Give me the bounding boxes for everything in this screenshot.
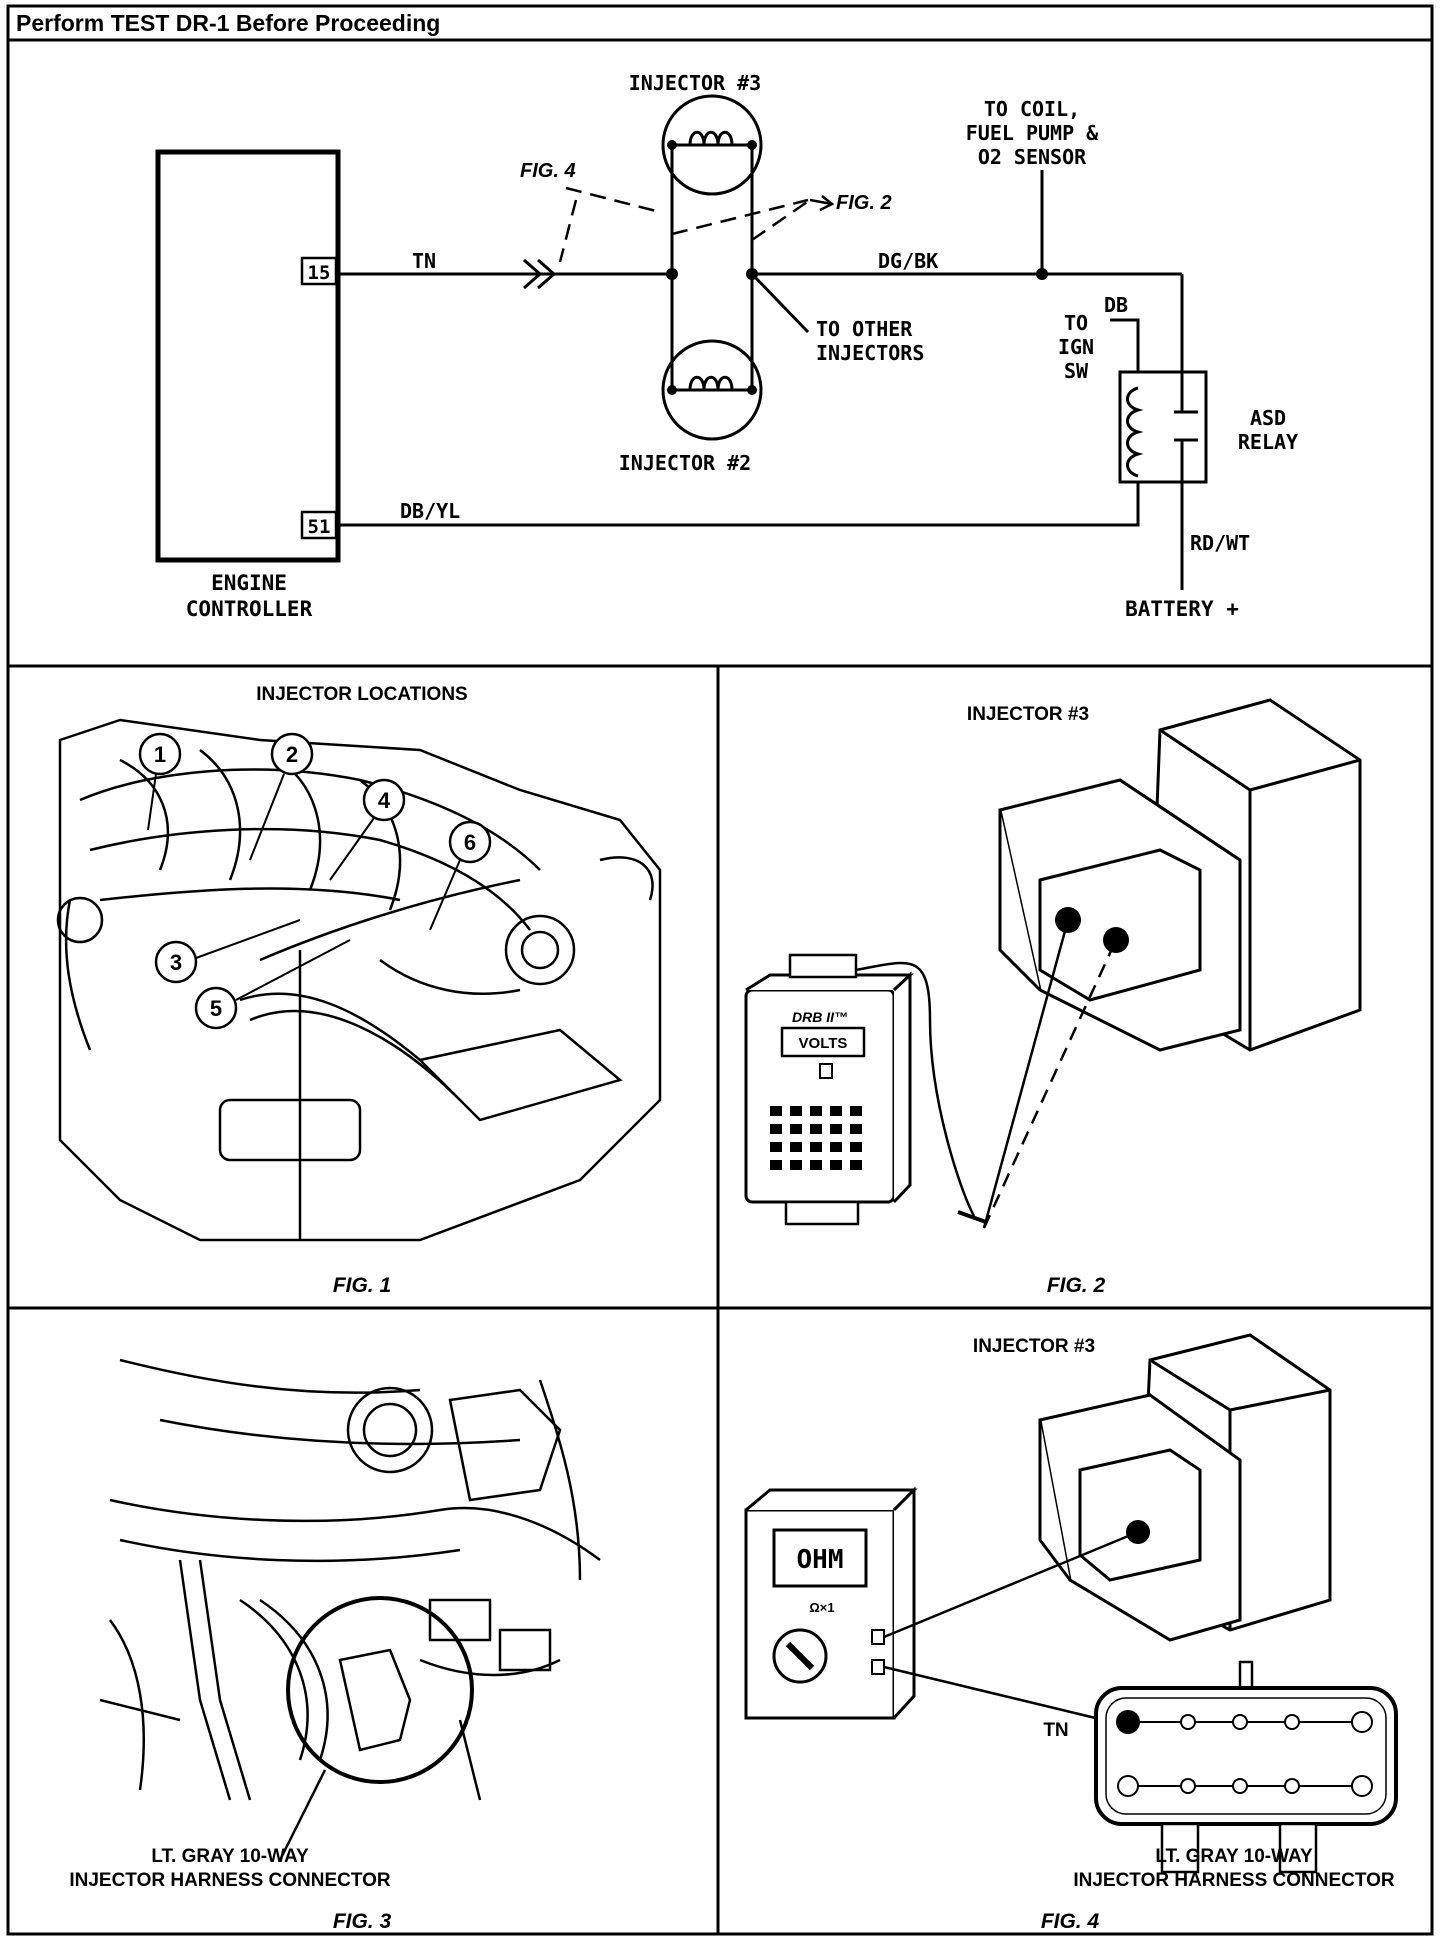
callout-3: 3 — [154, 919, 301, 984]
fig4-ref-label: FIG. 4 — [520, 160, 576, 182]
controller-label-2: CONTROLLER — [186, 597, 313, 621]
fig4-wire-label: TN — [1043, 1720, 1068, 1741]
wiring-schematic: 15 51 ENGINE CONTROLLER TN INJECTOR #3 I… — [155, 71, 1298, 621]
coil-label-3: O2 SENSOR — [978, 145, 1087, 169]
ohm-range: Ω×1 — [809, 1600, 834, 1615]
pin-51-label: 51 — [308, 516, 331, 538]
fig2-caption: FIG. 2 — [1047, 1274, 1106, 1297]
fig4-caption: FIG. 4 — [1041, 1910, 1100, 1933]
ign-sw-label-3: SW — [1064, 359, 1089, 383]
asd-relay-label-1: ASD — [1250, 406, 1286, 430]
fig4-panel: INJECTOR #3 OHM Ω×1 TN — [744, 1333, 1398, 1933]
page-frame — [6, 4, 1434, 1936]
fig3-panel: LT. GRAY 10-WAY INJECTOR HARNESS CONNECT… — [69, 1358, 601, 1933]
relay-coil — [1126, 386, 1144, 478]
svg-text:6: 6 — [464, 830, 476, 855]
drb-meter: DRB II™ VOLTS — [744, 953, 914, 1226]
injector-2-symbol — [661, 339, 763, 441]
injector-connector-illustration-2 — [1038, 1333, 1332, 1642]
wire-dbyl-label: DB/YL — [400, 499, 460, 523]
meter-mode: VOLTS — [799, 1035, 848, 1052]
other-injectors-label-2: INJECTORS — [816, 341, 924, 365]
terminal-2 — [1103, 927, 1129, 953]
ign-sw-label-2: IGN — [1058, 335, 1094, 359]
controller-label-1: ENGINE — [211, 571, 287, 595]
meter-brand: DRB II™ — [792, 1009, 848, 1025]
asd-relay-label-2: RELAY — [1238, 430, 1298, 454]
injector-3-symbol — [661, 94, 763, 196]
svg-text:5: 5 — [210, 996, 222, 1021]
connector-symbol — [523, 258, 557, 290]
fig1-panel: INJECTOR LOCATIONS 1 — [56, 684, 662, 1297]
harness-connector — [338, 1648, 412, 1752]
other-injectors-label-1: TO OTHER — [816, 317, 913, 341]
coil-label-1: TO COIL, — [984, 97, 1080, 121]
header-title: Perform TEST DR-1 Before Proceeding — [16, 10, 440, 36]
callout-4: 4 — [329, 778, 406, 881]
ohm-display: OHM — [797, 1545, 844, 1575]
fig4-caption-line-2: INJECTOR HARNESS CONNECTOR — [1073, 1870, 1395, 1891]
fig3-caption: FIG. 3 — [333, 1910, 392, 1933]
pin-51-box — [300, 510, 338, 540]
dbyl-wire — [338, 482, 1140, 527]
ten-way-connector — [1094, 1660, 1398, 1874]
battery-label: BATTERY + — [1125, 597, 1239, 621]
fig3-caption-line-1: LT. GRAY 10-WAY — [151, 1846, 309, 1867]
wire-rdwt-label: RD/WT — [1190, 531, 1250, 555]
fig4-title: INJECTOR #3 — [973, 1336, 1095, 1357]
fig1-title: INJECTOR LOCATIONS — [256, 684, 467, 705]
injector-2-label: INJECTOR #2 — [619, 451, 751, 475]
ohm-meter: OHM Ω×1 — [744, 1486, 918, 1720]
pin-15-box — [300, 256, 338, 286]
fig4-caption-line-1: LT. GRAY 10-WAY — [1155, 1846, 1313, 1867]
fig2-title: INJECTOR #3 — [967, 704, 1089, 725]
fig3-caption-line-2: INJECTOR HARNESS CONNECTOR — [69, 1870, 391, 1891]
fig2-panel: INJECTOR #3 DRB II™ VOLTS — [744, 698, 1362, 1297]
coil-label-2: FUEL PUMP & — [966, 121, 1099, 145]
connector-highlight — [286, 1596, 474, 1784]
svg-text:4: 4 — [378, 788, 391, 813]
tn-terminal — [1116, 1710, 1140, 1734]
svg-text:2: 2 — [286, 742, 298, 767]
ign-sw-label-1: TO — [1064, 311, 1088, 335]
engine-controller-box — [155, 149, 341, 563]
meter-keypad — [770, 1106, 862, 1170]
harness-illustration — [99, 1358, 601, 1801]
wire-db-label: DB — [1104, 293, 1128, 317]
engine-illustration — [56, 718, 662, 1242]
callout-1: 1 — [138, 732, 182, 831]
wire-tn-label: TN — [412, 249, 436, 273]
injector-3-label: INJECTOR #3 — [629, 71, 761, 95]
pin-15-label: 15 — [308, 262, 331, 284]
injector-2-coil — [688, 375, 734, 391]
wire-dgbk-label: DG/BK — [878, 249, 938, 273]
callout-5: 5 — [194, 939, 351, 1030]
callout-6: 6 — [429, 820, 492, 931]
fig2-ref-label: FIG. 2 — [836, 192, 892, 214]
fig1-caption: FIG. 1 — [333, 1274, 391, 1297]
injector-connector-illustration — [998, 698, 1362, 1052]
svg-text:1: 1 — [154, 742, 166, 767]
svg-text:3: 3 — [170, 950, 182, 975]
callout-2: 2 — [249, 732, 314, 861]
asd-relay-box — [1118, 370, 1208, 484]
injector-3-coil — [688, 130, 734, 146]
